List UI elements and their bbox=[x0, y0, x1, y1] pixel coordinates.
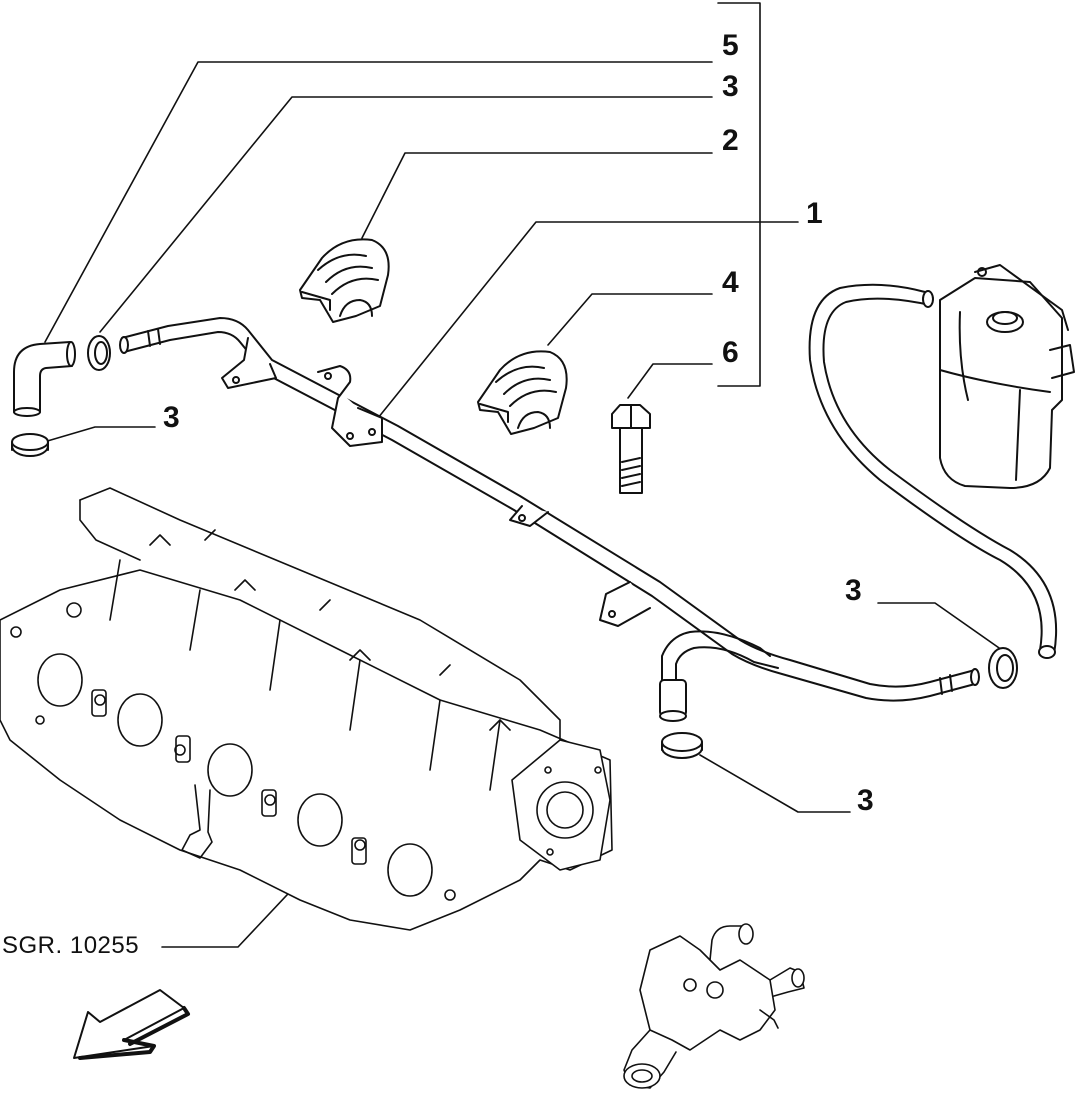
hose-elbow bbox=[13, 341, 76, 417]
hose-clamp-left bbox=[11, 433, 49, 457]
leader-1 bbox=[377, 221, 799, 419]
thermostat-housing bbox=[623, 923, 805, 1089]
leader-3-right bbox=[877, 602, 1003, 651]
callout-3-bottom: 3 bbox=[857, 784, 874, 817]
leader-5 bbox=[44, 61, 713, 343]
callout-2: 2 bbox=[722, 124, 739, 157]
overflow-hose bbox=[808, 283, 1058, 659]
bolt-6 bbox=[611, 404, 651, 494]
callout-6: 6 bbox=[722, 336, 739, 369]
leader-6 bbox=[627, 363, 713, 399]
callout-3-left: 3 bbox=[163, 401, 180, 434]
reference-label: SGR. 10255 bbox=[2, 932, 140, 959]
pipe-clamp-4 bbox=[477, 350, 568, 435]
leader-2 bbox=[361, 152, 713, 239]
coolant-pipe bbox=[119, 317, 980, 722]
callout-3-right: 3 bbox=[845, 574, 862, 607]
group-bracket bbox=[717, 2, 761, 387]
leader-4 bbox=[547, 293, 713, 346]
callout-1: 1 bbox=[806, 197, 823, 230]
leader-3-top bbox=[99, 96, 713, 333]
expansion-tank bbox=[939, 264, 1075, 489]
leader-3-bottom bbox=[699, 754, 851, 813]
callout-3-top: 3 bbox=[722, 70, 739, 103]
hose-clamp-top bbox=[87, 335, 111, 371]
callout-4: 4 bbox=[722, 266, 739, 299]
callout-5: 5 bbox=[722, 29, 739, 62]
leader-lines bbox=[43, 2, 1003, 948]
intake-manifold bbox=[0, 487, 613, 931]
hose-clamp-bottom bbox=[661, 732, 703, 759]
pipe-clamp-2 bbox=[299, 238, 390, 323]
leader-3-left bbox=[43, 426, 156, 443]
hose-clamp-right bbox=[988, 647, 1018, 689]
direction-arrow bbox=[73, 989, 190, 1060]
